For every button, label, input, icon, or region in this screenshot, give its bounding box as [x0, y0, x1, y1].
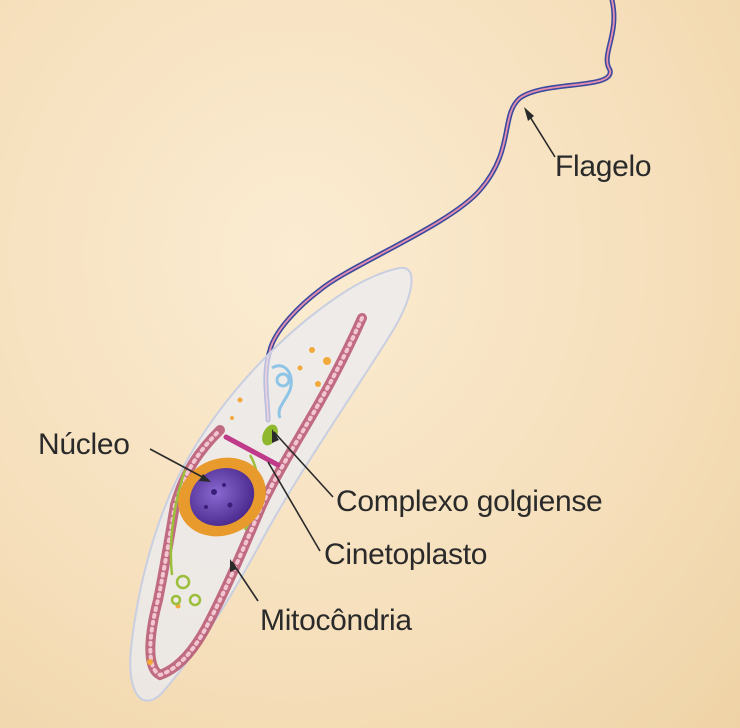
- kinetoplast: [223, 434, 281, 468]
- flagellum: [263, 0, 617, 423]
- nucleus: [178, 457, 266, 537]
- flagellar-pocket: [271, 364, 293, 419]
- complexo-golgiense-label: Complexo golgiense: [336, 485, 603, 518]
- leader-arrowheads: [199, 107, 534, 572]
- flagelo-label: Flagelo: [555, 150, 652, 183]
- cytoplasm-granules: [147, 347, 331, 665]
- mitocondria-label: Mitocôndria: [260, 604, 412, 637]
- nucleo-label: Núcleo: [38, 428, 130, 461]
- cinetoplasto-label: Cinetoplasto: [324, 538, 488, 571]
